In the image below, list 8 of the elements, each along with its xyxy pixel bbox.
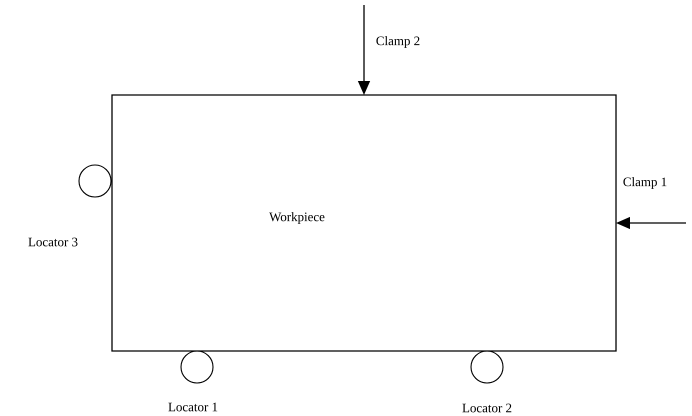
workpiece-box: Workpiece — [111, 94, 617, 352]
locator-label: Locator 3 — [28, 238, 78, 246]
locator-circle — [470, 350, 504, 384]
clamp-label: Clamp 2 — [376, 36, 420, 48]
locator-label: Locator 1 — [168, 402, 218, 412]
locator-circle — [78, 164, 112, 198]
locator-circle — [180, 350, 214, 384]
locator-label: Locator 2 — [462, 404, 512, 412]
